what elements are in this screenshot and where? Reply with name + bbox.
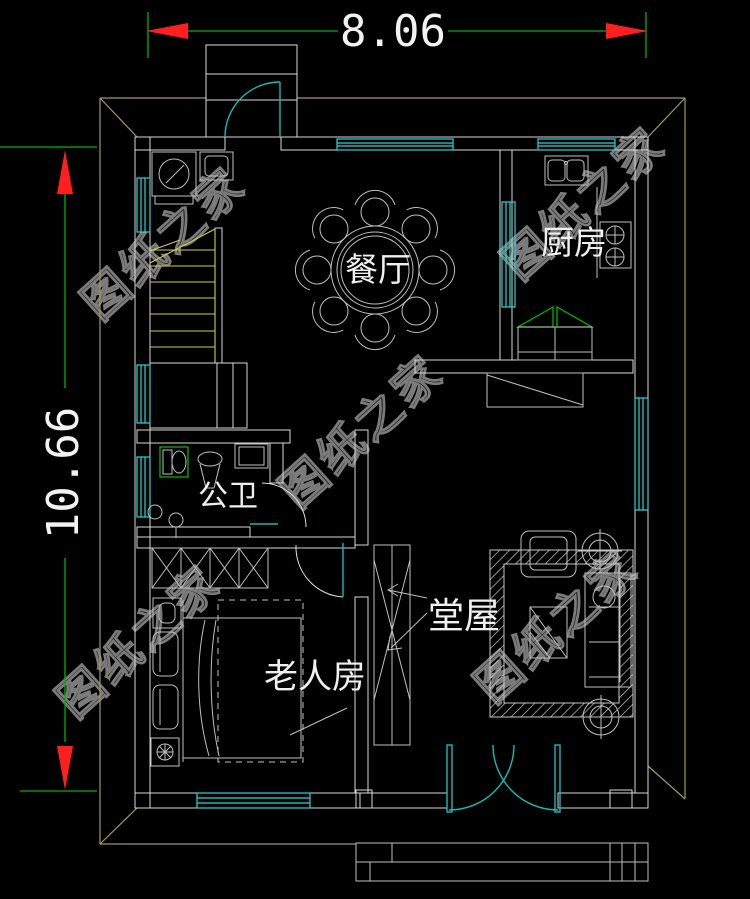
washing-machine — [151, 151, 197, 205]
elder-bedroom-label: 老人房 — [264, 657, 366, 697]
shower-head — [168, 512, 184, 538]
armchair — [520, 530, 577, 578]
bedside-cabinet — [152, 597, 182, 629]
windows — [136, 138, 649, 809]
bedroom-furniture — [150, 547, 348, 767]
hall-furniture — [373, 372, 634, 746]
pillow — [152, 631, 179, 677]
bathroom-fixtures — [147, 443, 269, 538]
staircase — [149, 228, 216, 364]
window-bedroom-south — [196, 792, 311, 809]
utility-cabinet — [199, 151, 234, 181]
window-kitchen-north — [537, 138, 616, 151]
leader-line — [289, 707, 348, 736]
hall-label: 堂屋 — [428, 596, 500, 637]
dimension-height-value: 10.66 — [38, 407, 89, 539]
kitchen-counter-cabinet — [515, 305, 595, 361]
entry-porch-top — [205, 44, 298, 138]
kitchen-sink — [544, 155, 589, 186]
dimension-arrow-right — [606, 23, 648, 39]
room-labels: 餐厅 厨房 公卫 堂屋 老人房 — [198, 223, 607, 697]
bath-counter — [234, 443, 269, 469]
window-kitchen-serving — [501, 201, 516, 308]
roof-eave-outline — [99, 97, 686, 845]
dimension-top: 8.06 — [146, 6, 648, 58]
pillow — [152, 684, 179, 730]
bed — [182, 600, 302, 762]
main-double-door-south — [446, 744, 561, 813]
dimension-left: 10.66 — [0, 146, 97, 792]
dimension-arrow-up — [57, 150, 73, 194]
bathroom-label: 公卫 — [198, 479, 258, 514]
window-west-stair — [136, 364, 151, 424]
wardrobe — [151, 547, 269, 589]
hall-label-leaders — [387, 583, 428, 651]
window-west-utility — [136, 177, 151, 233]
dining-table — [294, 189, 456, 351]
window-dining-north — [336, 138, 454, 151]
floor-drain — [147, 504, 163, 520]
bedroom-door — [295, 543, 344, 598]
tv-cabinet — [373, 544, 411, 746]
bathroom-door — [250, 482, 307, 528]
kitchen-stove — [599, 221, 632, 269]
bedroom-stool — [150, 737, 180, 767]
entry-steps — [355, 842, 649, 882]
dimension-arrow-left — [146, 23, 188, 39]
dimension-arrow-down — [57, 746, 73, 790]
sofa — [584, 572, 632, 688]
toilet — [159, 446, 189, 478]
bedroom-carpet — [217, 599, 304, 763]
dining-room-label: 餐厅 — [345, 250, 411, 289]
dimension-width-value: 8.06 — [340, 6, 446, 57]
kitchen-label: 厨房 — [541, 223, 607, 262]
window-west-bath — [136, 456, 151, 518]
shoe-cabinet — [486, 372, 584, 408]
entry-door-north — [224, 81, 281, 138]
coffee-table — [529, 606, 568, 659]
window-east-hall — [634, 397, 649, 511]
rug — [489, 549, 634, 718]
pedestal-sink — [197, 451, 223, 489]
doors — [224, 81, 561, 813]
kitchen-fixtures — [515, 155, 632, 361]
